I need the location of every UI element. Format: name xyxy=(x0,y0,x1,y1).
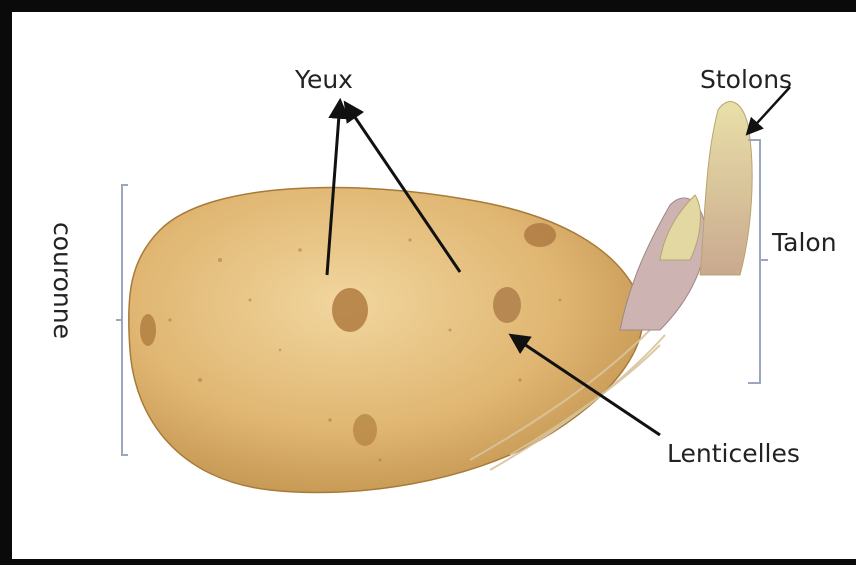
couronne-bracket xyxy=(116,185,128,455)
eye-spot xyxy=(493,287,521,323)
label-stolons: Stolons xyxy=(700,65,792,94)
eye-spot xyxy=(140,314,156,346)
eye-spot xyxy=(353,414,377,446)
eye-spot xyxy=(524,223,556,247)
sprouts xyxy=(620,102,752,330)
eye-spot xyxy=(332,288,368,332)
label-couronne: couronne xyxy=(48,222,77,339)
potato-tuber xyxy=(129,188,643,493)
label-lenticelles: Lenticelles xyxy=(667,439,800,468)
label-talon: Talon xyxy=(771,228,837,257)
label-yeux: Yeux xyxy=(294,65,353,94)
